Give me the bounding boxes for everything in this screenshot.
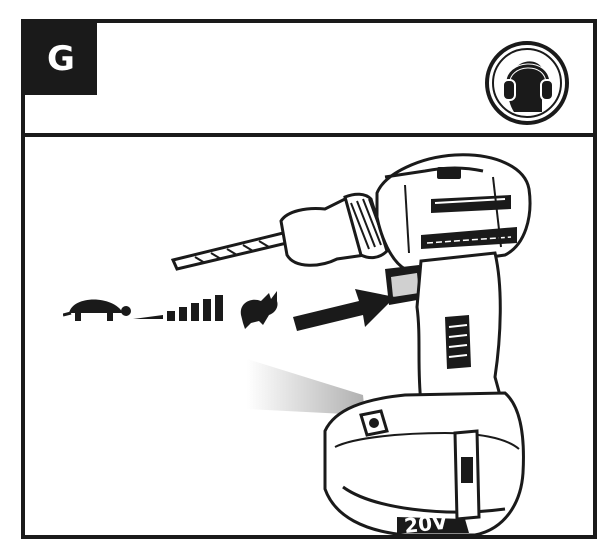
rabbit-icon [240,291,278,329]
turtle-icon [63,299,131,321]
speed-bars [133,295,223,321]
battery-pack: 20V [323,391,525,535]
highlight-beam [247,359,365,415]
drill-illustration: 20V [170,153,532,535]
drill-chuck [279,192,389,267]
speed-indicator [63,291,278,329]
trigger [385,265,423,305]
push-arrow-icon [293,289,395,331]
drill-bit [170,231,290,271]
step-badge: G [25,23,97,95]
step-label: G [47,39,75,79]
motor-housing [375,153,532,271]
ear-protection-icon [485,41,569,125]
header-divider [25,133,593,137]
drill-handle [415,251,503,405]
battery-label: 20V [403,510,449,535]
instruction-panel: G [21,19,597,539]
